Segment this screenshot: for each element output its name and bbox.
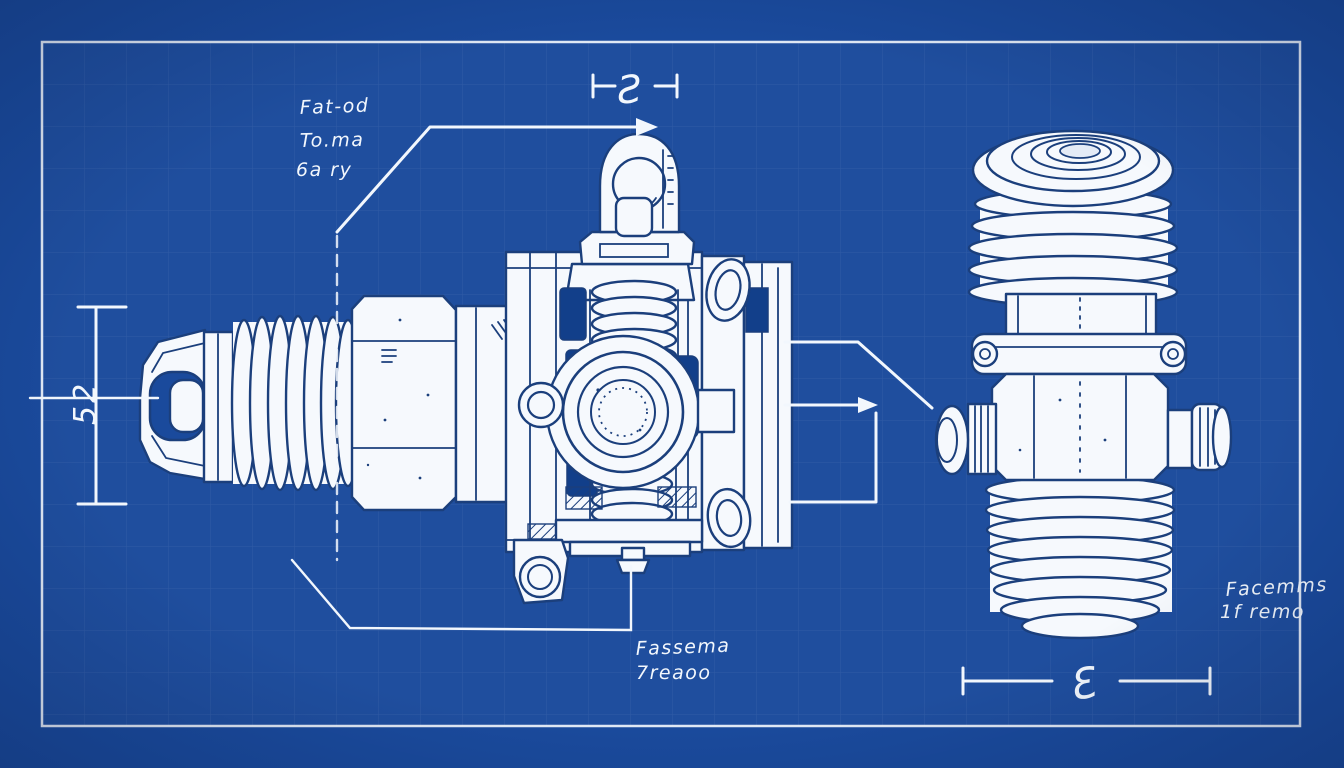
side-port-right <box>1166 402 1233 472</box>
svg-text:To.ma: To.ma <box>300 129 365 152</box>
clevis-slot <box>614 196 654 238</box>
union-top-bore <box>971 129 1175 208</box>
svg-text:Fassema: Fassema <box>635 635 730 660</box>
svg-text:Fat-od: Fat-od <box>299 95 369 119</box>
center-boss <box>545 334 701 490</box>
svg-text:1f remo: 1f remo <box>1220 601 1305 623</box>
union-upper-threads <box>967 188 1179 308</box>
mount-foot <box>512 538 570 605</box>
plug-hex-nut <box>350 294 458 512</box>
plug-eye-tab <box>168 378 205 434</box>
svg-text:6a ry: 6a ry <box>296 159 352 181</box>
union-flange <box>970 332 1188 376</box>
section-hatch-left <box>565 486 603 510</box>
base-plate <box>554 518 704 544</box>
side-port-boss <box>517 381 565 429</box>
flange-window <box>696 388 736 434</box>
drain-bolt <box>620 546 646 562</box>
dim-left-height-label: 52 <box>68 381 103 425</box>
union-hex-body <box>990 372 1170 482</box>
section-hatch-right <box>657 486 697 508</box>
svg-text:7reaoo: 7reaoo <box>636 662 711 684</box>
dim-top-width-label: Ƨ <box>615 66 645 112</box>
union-lower-threads <box>984 475 1176 640</box>
plug-threads <box>230 314 362 492</box>
union-neck <box>1004 292 1158 338</box>
